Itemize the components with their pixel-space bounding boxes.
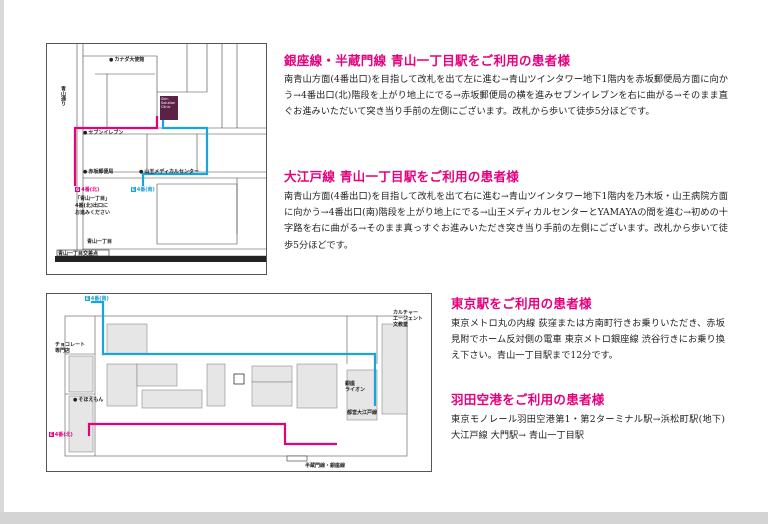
section-body-haneda: 東京モノレール羽田空港第1・第2ターミナル駅→浜松町駅(地下)大江戸線 大門駅→… <box>451 414 725 442</box>
section-title-ginza-hanzomon: 銀座線・半蔵門線 青山一丁目駅をご利用の患者様 <box>284 53 571 68</box>
section-title-haneda: 羽田空港をご利用の患者様 <box>451 392 605 407</box>
aoyama-map-graphic <box>55 44 266 262</box>
section-body-ginza-hanzomon: 南青山方面(4番出口)を目指して改札を出て左に進む→青山ツインタワー地下1階内を… <box>284 74 728 118</box>
map-label-sanno-center: 山王メディカルセンター <box>139 169 199 175</box>
section-title-oedo: 大江戸線 青山一丁目駅をご利用の患者様 <box>284 169 520 184</box>
map2-label-toei-line: 都営大江戸線 <box>347 410 378 416</box>
section-body-oedo: 南青山方面(4番出口)を目指して改札を出て右に進む→青山ツインタワー地下1階内を… <box>284 191 728 251</box>
clinic-marker: Skin Solution Clinic <box>160 96 178 120</box>
map2-label-career-agent: カルチャー エージェント 文教堂 <box>393 310 423 328</box>
map-note: 「青山一丁目」 4番(北)出口に お進みください <box>75 196 111 216</box>
map2-label-ginza-lion: 銀座 ライオン <box>345 381 366 393</box>
map-label-aoyama-1chome: 青山一丁目 <box>87 239 113 245</box>
map-label-akasaka-post: 赤坂郵便局 <box>83 169 113 175</box>
map2-label-sohoemon: そほえもん <box>73 397 103 403</box>
map-label-aoyama-dori: 青山通り <box>60 86 66 106</box>
section-body-tokyo-station: 東京メトロ丸の内線 荻窪または方南町行きお乗りいただき、赤坂見附でホーム反対側の… <box>451 318 725 362</box>
map2-label-chocolate: チョコレート 専門店 <box>55 342 86 354</box>
station-map-graphic <box>64 300 408 462</box>
section-title-tokyo-station: 東京駅をご利用の患者様 <box>451 296 592 311</box>
map2-label-subway-line: 半蔵門線・銀座線 <box>305 463 346 469</box>
bottom-band <box>0 512 768 524</box>
aoyama-area-map: Skin Solution Clinic カナダ大使館 青山通り セブンイレブン… <box>46 43 267 275</box>
map-label-seven-eleven: セブンイレブン <box>83 130 123 136</box>
map-label-canada-embassy: カナダ大使館 <box>109 57 144 63</box>
map-label-crossing: 青山一丁目交差点 <box>58 251 99 257</box>
